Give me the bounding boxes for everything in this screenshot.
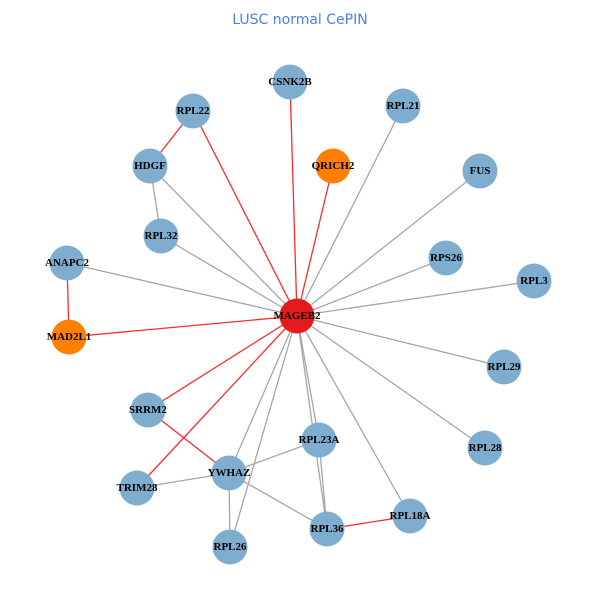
node-rpl3[interactable]: RPL3: [516, 263, 552, 299]
edge-mageb2-rpl3: [296, 280, 535, 317]
node-rpl23a[interactable]: RPL23A: [299, 422, 340, 458]
node-circle: [462, 153, 498, 189]
node-rps26[interactable]: RPS26: [428, 240, 464, 276]
node-circle: [279, 298, 315, 334]
edge-mageb2-rpl26: [229, 315, 298, 548]
node-circle: [467, 430, 503, 466]
node-label: ANAPC2: [45, 257, 89, 269]
node-mageb2[interactable]: MAGEB2: [273, 298, 321, 334]
node-rpl18a[interactable]: RPL18A: [390, 498, 431, 534]
node-trim28[interactable]: TRIM28: [117, 470, 158, 506]
node-circle: [130, 392, 166, 428]
node-circle: [119, 470, 155, 506]
edge-mageb2-csnk2b: [289, 81, 298, 317]
node-label: MAGEB2: [273, 310, 321, 322]
node-label: RPL22: [177, 105, 211, 117]
edge-mageb2-rpl32: [160, 235, 298, 317]
edge-mageb2-rpl29: [296, 315, 505, 368]
node-circle: [428, 240, 464, 276]
node-label: RPL18A: [390, 510, 431, 522]
node-circle: [175, 93, 211, 129]
node-hdgf[interactable]: HDGF: [132, 148, 168, 184]
node-label: RPL23A: [299, 434, 340, 446]
node-rpl32[interactable]: RPL32: [143, 218, 179, 254]
node-ywhaz[interactable]: YWHAZ: [208, 455, 251, 491]
node-label: TRIM28: [117, 482, 158, 494]
node-rpl22[interactable]: RPL22: [175, 93, 211, 129]
node-label: QRICH2: [312, 160, 355, 172]
node-label: HDGF: [134, 160, 166, 172]
node-label: RPL32: [145, 230, 179, 242]
node-label: SRRM2: [129, 404, 167, 416]
node-label: RPL3: [520, 275, 548, 287]
edge-mageb2-hdgf: [149, 165, 298, 317]
node-rpl36[interactable]: RPL36: [309, 511, 345, 547]
node-circle: [385, 88, 421, 124]
edge-mageb2-rpl22: [192, 110, 298, 317]
edge-mageb2-trim28: [136, 315, 298, 489]
node-label: CSNK2B: [268, 76, 312, 88]
node-circle: [315, 148, 351, 184]
node-circle: [486, 349, 522, 385]
node-rpl29[interactable]: RPL29: [486, 349, 522, 385]
edge-mageb2-rpl28: [296, 315, 486, 449]
node-fus[interactable]: FUS: [462, 153, 498, 189]
node-circle: [49, 245, 85, 281]
node-label: RPL29: [488, 361, 522, 373]
node-circle: [143, 218, 179, 254]
node-anapc2[interactable]: ANAPC2: [45, 245, 89, 281]
node-label: RPL26: [214, 541, 248, 553]
diagram-title: LUSC normal CePIN: [232, 12, 368, 28]
node-circle: [212, 529, 248, 565]
node-rpl21[interactable]: RPL21: [385, 88, 421, 124]
node-circle: [211, 455, 247, 491]
node-circle: [392, 498, 428, 534]
node-circle: [301, 422, 337, 458]
node-rpl26[interactable]: RPL26: [212, 529, 248, 565]
edge-mageb2-anapc2: [66, 262, 298, 317]
node-srrm2[interactable]: SRRM2: [129, 392, 167, 428]
node-label: MAD2L1: [47, 331, 92, 343]
edge-mageb2-ywhaz: [228, 315, 298, 474]
node-label: YWHAZ: [208, 467, 251, 479]
node-circle: [516, 263, 552, 299]
node-qrich2[interactable]: QRICH2: [312, 148, 355, 184]
edge-mageb2-qrich2: [296, 165, 334, 317]
node-label: RPS26: [430, 252, 462, 264]
edge-mageb2-rpl36: [296, 315, 328, 530]
node-csnk2b[interactable]: CSNK2B: [268, 64, 312, 100]
node-circle: [132, 148, 168, 184]
node-circle: [272, 64, 308, 100]
edge-mageb2-rpl21: [296, 105, 404, 317]
node-rpl28[interactable]: RPL28: [467, 430, 503, 466]
node-label: RPL21: [387, 100, 420, 112]
edge-mageb2-rpl23a: [296, 315, 320, 441]
edge-mageb2-rpl18a: [296, 315, 411, 517]
edge-mageb2-rps26: [296, 257, 447, 317]
node-label: RPL36: [311, 523, 345, 535]
edge-ywhaz-rpl36: [228, 472, 328, 530]
edge-mageb2-srrm2: [147, 315, 298, 411]
node-label: RPL28: [469, 442, 503, 454]
node-circle: [51, 319, 87, 355]
edge-mageb2-mad2l1: [68, 315, 298, 338]
node-circle: [309, 511, 345, 547]
node-label: FUS: [470, 165, 491, 177]
node-mad2l1[interactable]: MAD2L1: [47, 319, 92, 355]
edge-mageb2-fus: [296, 170, 481, 317]
